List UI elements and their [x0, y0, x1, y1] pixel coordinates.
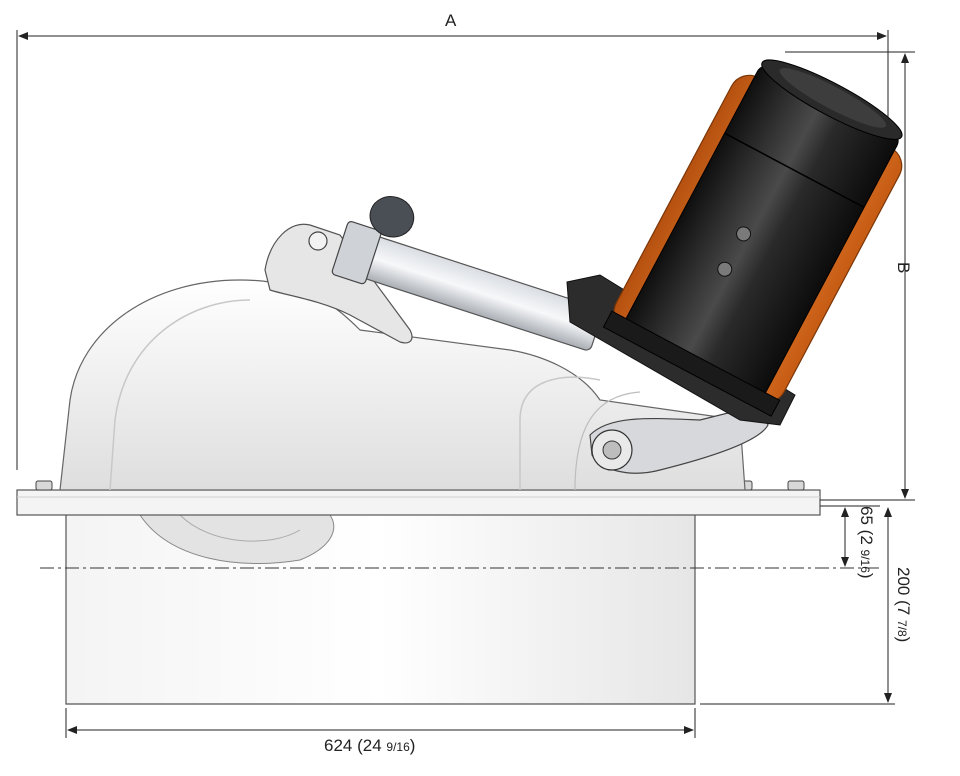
dimension-624 — [65, 708, 696, 738]
dimension-a-label: A — [445, 11, 457, 30]
dimension-65-label: 65 (2 9/16) — [857, 506, 876, 579]
dimension-65 — [40, 505, 880, 569]
dimension-624-imperial-fraction: 9/16 — [386, 740, 410, 754]
dimension-200-value: 200 — [894, 567, 913, 596]
dimension-65-imperial-fraction: 9/16 — [858, 549, 872, 573]
dimension-a — [16, 30, 889, 470]
dimension-624-imperial-whole: 24 — [362, 736, 382, 755]
dimension-624-value: 624 — [324, 736, 353, 755]
mounting-flange — [16, 489, 821, 516]
dimension-624-label: 624 (24 9/16) — [324, 736, 416, 755]
dimension-200-imperial-whole: 7 — [894, 605, 913, 616]
lift-bracket — [264, 223, 413, 344]
dimension-200-label: 200 (7 7/8) — [894, 567, 913, 643]
dimension-b — [785, 51, 915, 501]
dimension-200-imperial-fraction: 7/8 — [895, 619, 909, 637]
electric-motor — [602, 59, 903, 417]
dimension-200 — [700, 507, 895, 705]
dimension-65-imperial-whole: 2 — [857, 535, 876, 545]
tunnel-body — [65, 509, 696, 705]
swing-arm — [589, 402, 769, 474]
dimension-65-value: 65 — [857, 506, 876, 525]
dimension-b-label: B — [894, 262, 913, 274]
